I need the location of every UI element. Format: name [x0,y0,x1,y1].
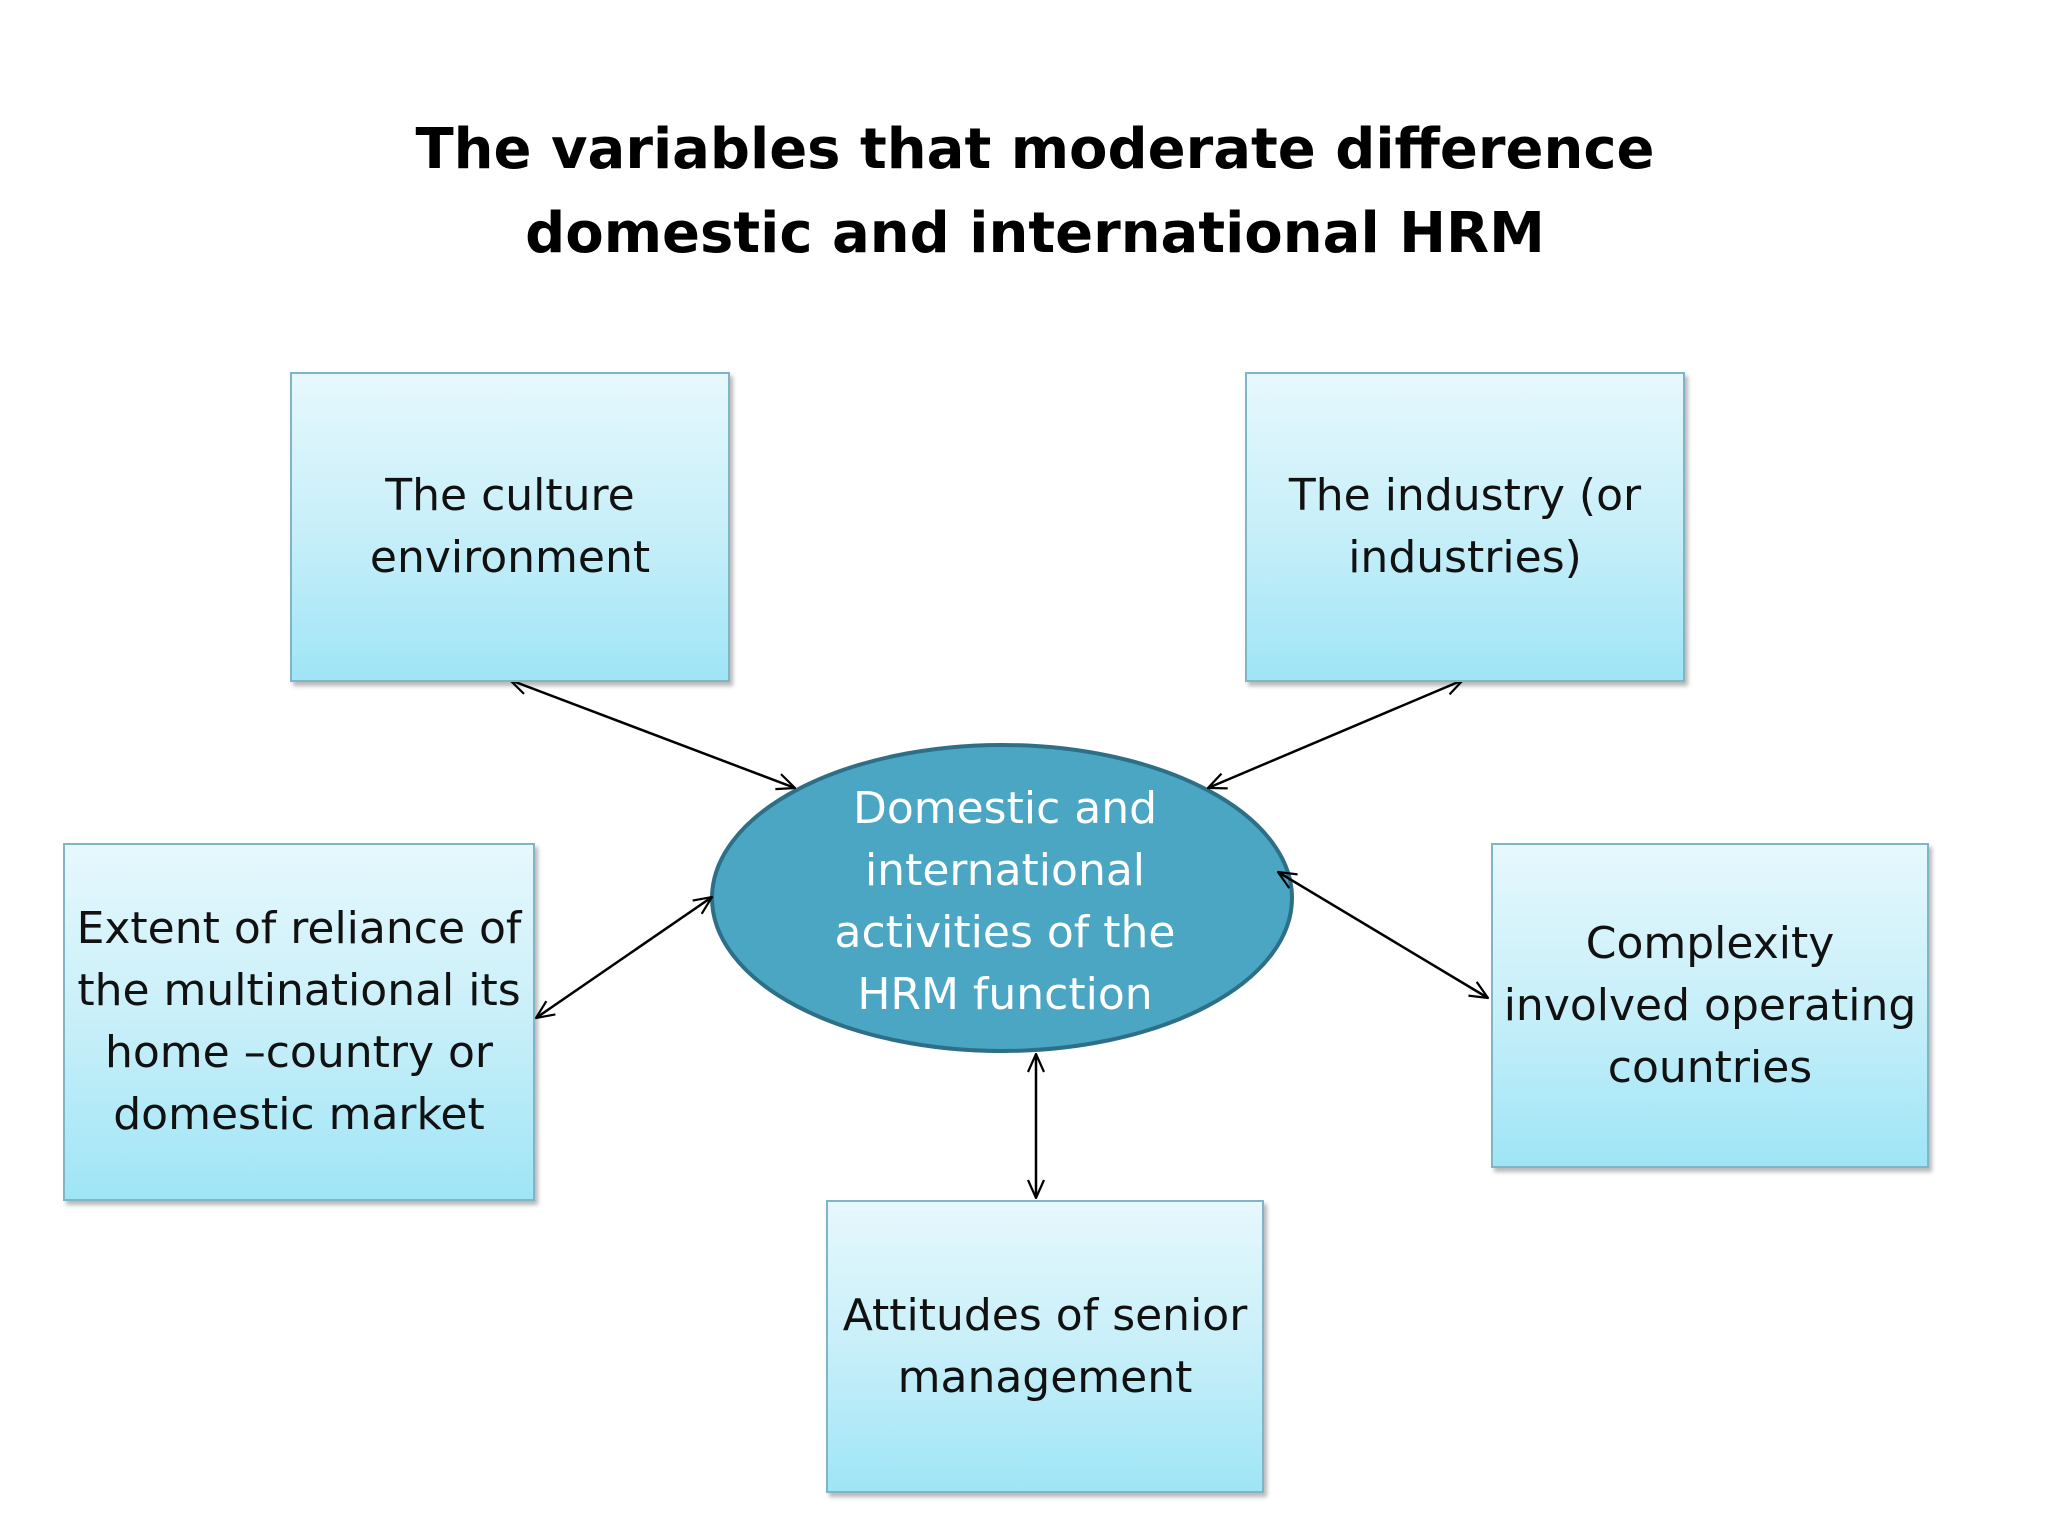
industry-box: The industry (or industries) [1245,372,1685,682]
attitudes-line-1: Attitudes of senior [842,1289,1248,1341]
title-line-1: The variables that moderate difference [415,117,1655,182]
diagram-title: The variables that moderate difference d… [0,108,2048,276]
industry-line-2: industries) [1348,532,1582,583]
reliance-home-country-box: Extent of reliance of the multinational … [63,843,535,1201]
arrow-complexity-center [1278,872,1488,998]
complexity-line-1: Complexity [1585,917,1835,969]
center-line-4: HRM function [857,969,1153,1020]
industry-box-text: The industry (or industries) [1289,465,1641,589]
attitudes-senior-management-box: Attitudes of senior management [826,1200,1264,1493]
center-line-1: Domestic and [852,783,1158,834]
attitudes-box-text: Attitudes of senior management [843,1285,1248,1409]
complexity-line-2: involved operating [1503,979,1917,1031]
complexity-line-3: countries [1607,1041,1813,1093]
reliance-line-4: domestic market [113,1089,485,1140]
title-line-2: domestic and international HRM [525,201,1545,266]
industry-line-1: The industry (or [1288,470,1642,521]
complexity-box: Complexity involved operating countries [1491,843,1929,1168]
arrow-culture-center [510,680,795,788]
arrow-reliance-center [536,897,712,1018]
attitudes-line-2: management [897,1351,1193,1403]
culture-box-text: The culture environment [370,465,650,589]
center-node-label: Domestic and international activities of… [712,778,1298,1026]
reliance-box-text: Extent of reliance of the multinational … [77,898,522,1146]
culture-environment-box: The culture environment [290,372,730,682]
arrow-industry-center [1208,680,1463,788]
culture-line-2: environment [369,532,651,583]
reliance-line-3: home –country or [105,1027,493,1078]
center-line-3: activities of the [834,907,1176,958]
complexity-box-text: Complexity involved operating countries [1504,913,1917,1099]
reliance-line-2: the multinational its [77,965,521,1016]
center-line-2: international [864,845,1146,896]
reliance-line-1: Extent of reliance of [76,903,522,954]
culture-line-1: The culture [385,470,635,521]
